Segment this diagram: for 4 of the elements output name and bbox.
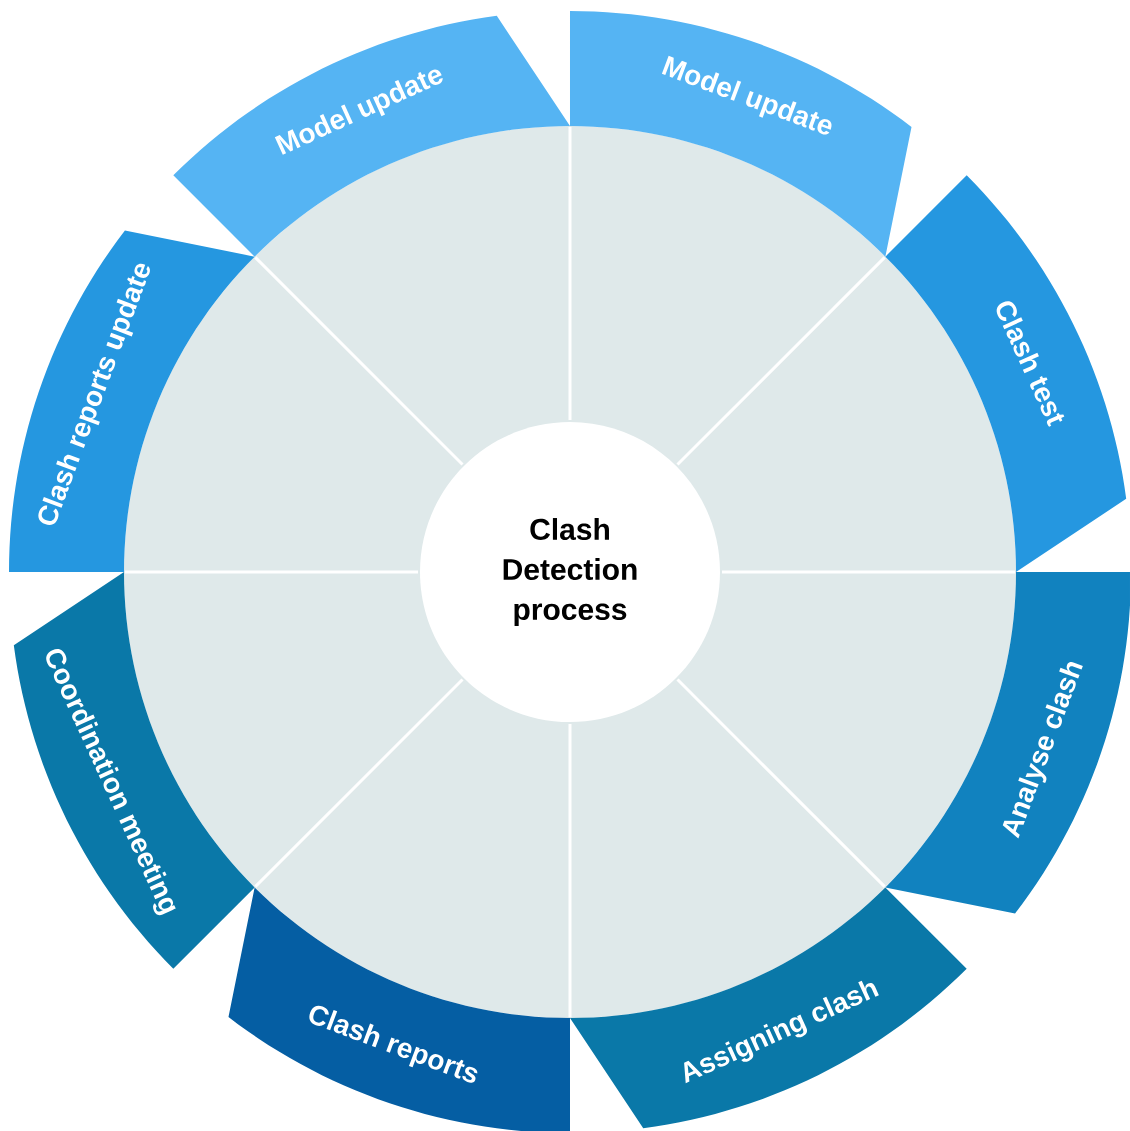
segment-band: Clash test [885,175,1127,572]
segment-band: Clash reports [228,887,570,1131]
segment-band: Clash reports update [9,230,255,572]
segment-band: Model update [570,11,912,257]
